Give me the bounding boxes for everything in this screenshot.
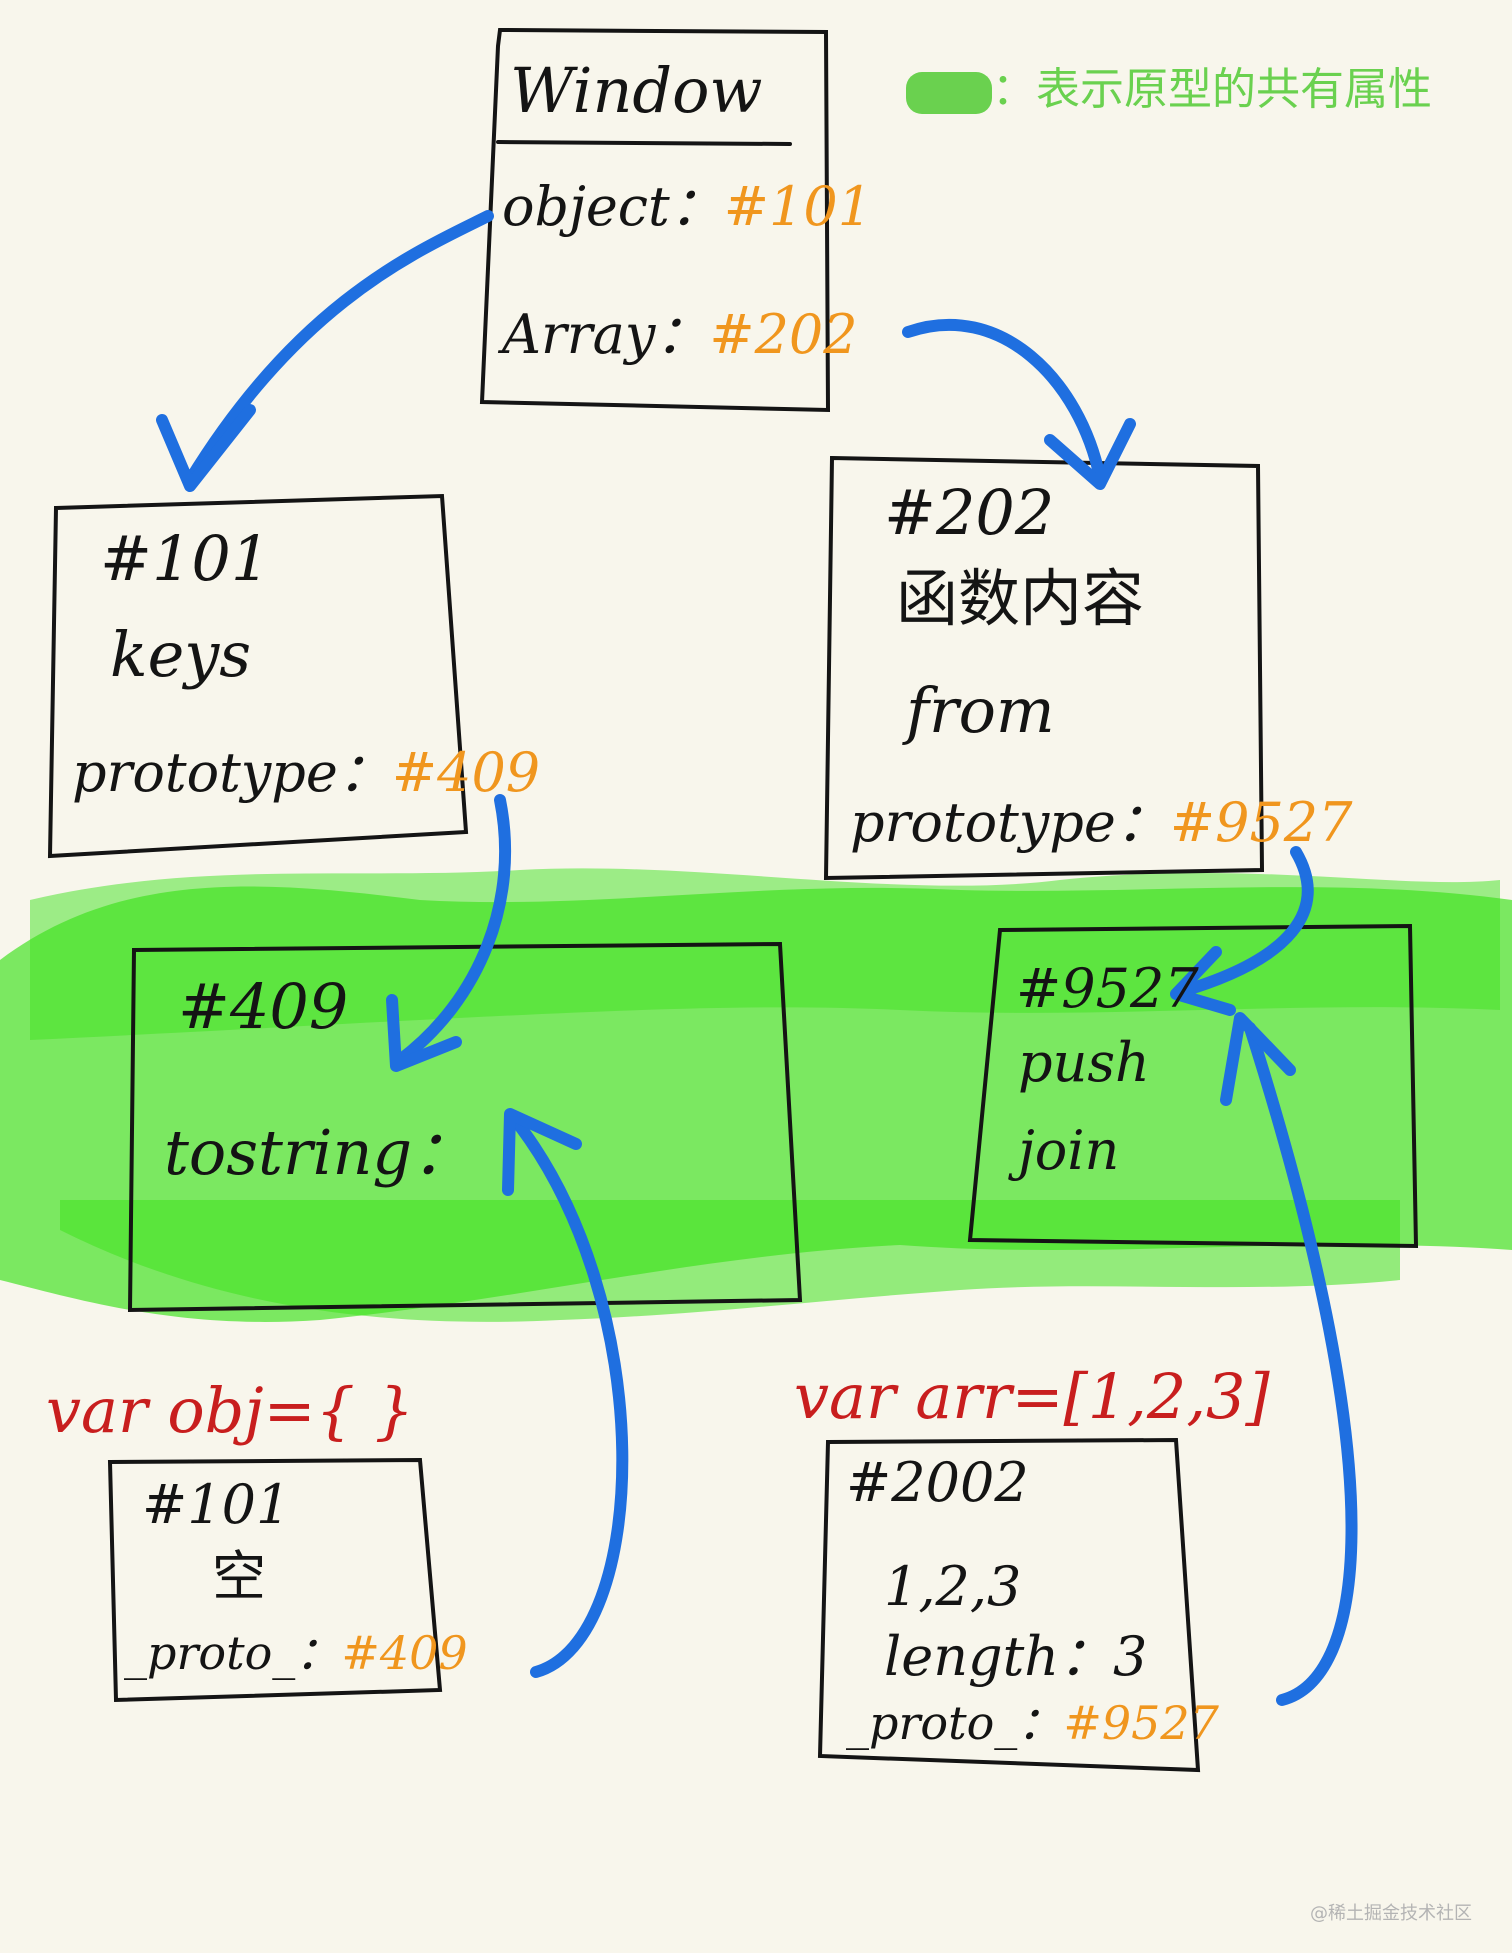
obj-declaration: var obj={ }: [46, 1374, 415, 1447]
arr-box-line-length: length：3: [884, 1625, 1148, 1688]
obj-box-proto-ref: #409: [341, 1626, 468, 1680]
box-202-prototype-ref: #9527: [1169, 791, 1353, 854]
box-409-id: #409: [178, 970, 349, 1043]
legend-text: ：表示原型的共有属性: [992, 64, 1432, 115]
box-9527-id: #9527: [1016, 957, 1199, 1020]
box-202-line-from: from: [906, 674, 1055, 747]
box-9527-line-push: push: [1018, 1031, 1150, 1094]
box-101-prototype: prototype：#409: [72, 746, 540, 800]
window-title: Window: [510, 54, 763, 127]
box-202-line-content: 函数内容: [896, 562, 1145, 635]
arrow-object-to-101-head: [156, 404, 256, 492]
box-9527-line-join: join: [1018, 1119, 1120, 1182]
arrow-object-to-101: [184, 210, 494, 486]
box-101-prototype-key: prototype：: [72, 741, 392, 804]
arrow-arr-to-9527-head: [1220, 1012, 1296, 1106]
arrow-202-to-9527-head: [1170, 946, 1236, 1016]
window-row-array-key: Array：: [502, 303, 710, 366]
arr-box-id: #2002: [846, 1451, 1029, 1514]
box-409-outline: [127, 941, 803, 1313]
arrow-obj-to-409: [506, 1110, 629, 1678]
arrow-array-to-202: [902, 318, 1106, 484]
arr-box-proto-ref: #9527: [1063, 1696, 1219, 1750]
box-202-prototype-key: prototype：: [850, 791, 1170, 854]
arrow-101-to-409: [394, 794, 512, 1066]
box-202-prototype: prototype：#9527: [850, 796, 1353, 850]
arrow-202-to-9527: [1174, 846, 1314, 998]
window-row-array: Array：#202: [502, 308, 858, 362]
obj-box-line-empty: 空: [212, 1545, 266, 1608]
obj-box-proto-key: _proto_：: [124, 1626, 342, 1680]
arr-box-outline: [817, 1437, 1201, 1773]
window-box-outline: [479, 27, 831, 413]
box-101-outline: [47, 493, 469, 859]
box-409-line-tostring: tostring：: [164, 1116, 475, 1189]
arrow-obj-to-409-head: [502, 1108, 582, 1196]
legend-swatch: [906, 72, 992, 114]
obj-box-proto: _proto_：#409: [124, 1630, 468, 1676]
arr-box-proto-key: _proto_：: [846, 1696, 1064, 1750]
arrow-arr-to-9527: [1244, 1022, 1358, 1706]
window-row-object-key: object：: [502, 175, 724, 238]
watermark: @稀土掘金技术社区: [1310, 1903, 1472, 1924]
window-title-rule: [496, 140, 792, 146]
window-row-object: object：#101: [502, 180, 872, 234]
obj-box-id: #101: [142, 1473, 291, 1536]
obj-box-outline: [107, 1457, 443, 1703]
box-9527-outline: [967, 923, 1419, 1249]
box-101-prototype-ref: #409: [391, 741, 541, 804]
box-101-line-keys: keys: [110, 618, 252, 691]
arr-declaration: var arr=[1,2,3]: [794, 1360, 1270, 1433]
arrow-101-to-409-head: [386, 994, 462, 1072]
arr-box-line-values: 1,2,3: [884, 1555, 1022, 1618]
window-row-array-ref: #202: [709, 303, 858, 366]
window-row-object-ref: #101: [723, 175, 873, 238]
arrow-array-to-202-head: [1044, 418, 1136, 490]
box-101-id: #101: [100, 522, 271, 595]
arr-box-proto: _proto_：#9527: [846, 1700, 1219, 1746]
box-202-id: #202: [884, 476, 1055, 549]
